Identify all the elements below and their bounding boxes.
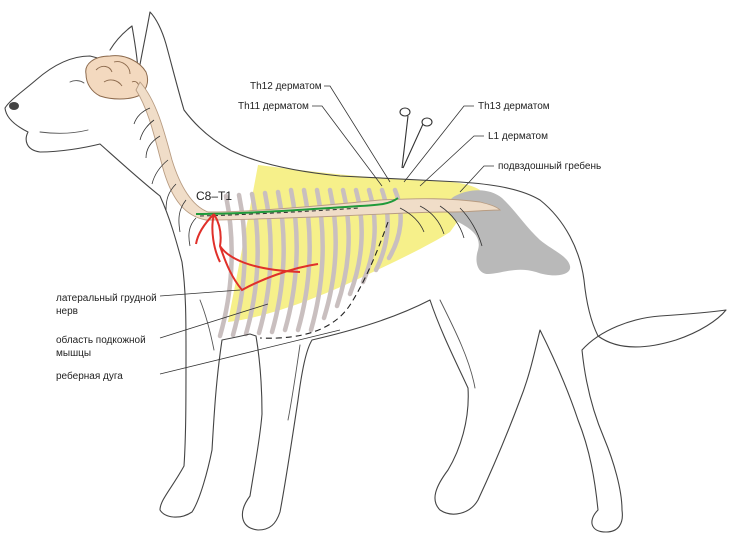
leader-th12 [324, 85, 391, 183]
surgical-scissors-icon [399, 107, 433, 169]
rib [282, 187, 299, 333]
leader-th11 [312, 105, 383, 187]
nerve-branches [133, 107, 483, 247]
dermatome-nerve-line [195, 197, 399, 215]
label-cutaneous-line2: мышцы [56, 348, 91, 359]
dog-mouth [39, 129, 89, 134]
dog-nose [9, 102, 19, 110]
label-lat-pectoral-line1: латеральный грудной [56, 293, 157, 304]
lateral-pectoral-nerve [195, 213, 319, 292]
leader-th13 [403, 105, 474, 183]
pelvis-region [447, 190, 571, 276]
dog-outline [4, 11, 727, 533]
label-th13: Th13 дерматом [478, 101, 550, 112]
label-iliac-crest: подвздошный гребень [498, 160, 601, 172]
leader-cutaneous [159, 303, 269, 339]
leader-iliac [459, 165, 494, 193]
leader-l1 [419, 135, 484, 187]
rib [347, 187, 364, 297]
rib [373, 187, 390, 273]
label-cutaneous-line1: область подкожной [56, 334, 146, 346]
dog-ear [109, 25, 139, 71]
label-l1: L1 дерматом [488, 131, 548, 142]
label-lat-pectoral-line2: нерв [56, 306, 78, 317]
leader-costal [159, 329, 341, 375]
rib [360, 187, 377, 285]
leader-lat-pectoral [159, 289, 241, 297]
spinal-cord [135, 81, 502, 221]
label-c8-t1: C8–T1 [196, 189, 232, 203]
dog-eye [69, 80, 85, 84]
dog-leg-lines [199, 299, 476, 421]
brain-folds [95, 61, 139, 89]
rib [386, 187, 403, 261]
label-th12: Th12 дерматом [250, 81, 322, 92]
label-costal-arch: реберная дуга [56, 370, 123, 382]
label-th11: Th11 дерматом [238, 101, 309, 112]
costal-arch-line [259, 221, 389, 339]
